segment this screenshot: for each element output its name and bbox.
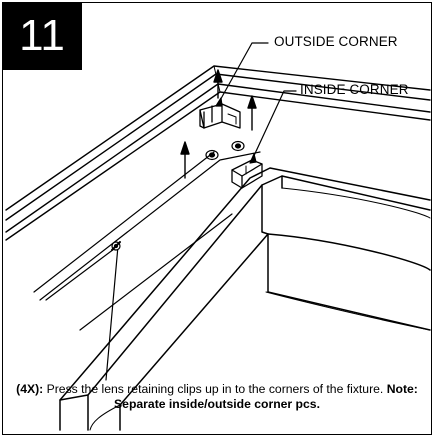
callout-leader-lines (215, 42, 297, 164)
inside-corner-label: INSIDE CORNER (300, 82, 409, 97)
step-number-badge: 11 (2, 2, 82, 70)
caption-note: Note: Separate inside/outside corner pcs… (114, 382, 418, 411)
press-up-arrows (180, 69, 257, 179)
inside-corner-clip-icon (231, 159, 263, 189)
outside-corner-clip-icon (199, 103, 241, 129)
support-wires (45, 241, 121, 381)
mounting-holes (205, 140, 245, 161)
caption-quantity: (4X): (16, 382, 44, 396)
fixture-inner-corner-block (59, 167, 431, 431)
instruction-caption: (4X): Press the lens retaining clips up … (6, 382, 428, 412)
fixture-channel (33, 151, 261, 331)
outside-corner-label: OUTSIDE CORNER (274, 34, 398, 49)
caption-instruction: Press the lens retaining clips up in to … (43, 382, 387, 396)
